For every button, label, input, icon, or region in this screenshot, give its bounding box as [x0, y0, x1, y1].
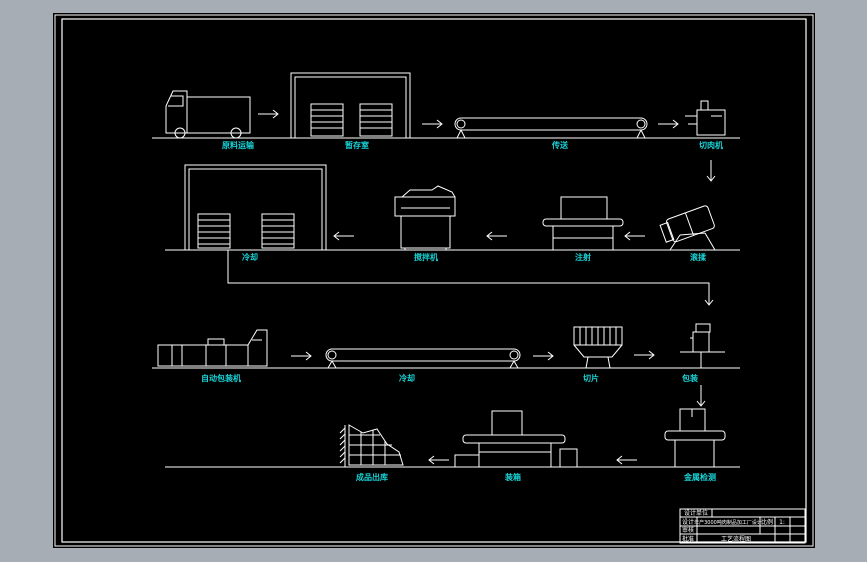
meat-cutter-icon: [685, 100, 726, 136]
metal-detector-icon: [664, 408, 726, 467]
stage-label: 冷却: [399, 373, 415, 383]
checker-label: 审核: [682, 526, 694, 534]
connector-line: [227, 250, 714, 306]
conveyor-icon: [325, 348, 521, 369]
truck-icon: [165, 90, 251, 139]
packaging-machine-icon: [680, 323, 725, 368]
stage-label: 包装: [681, 373, 698, 383]
title-block: [679, 508, 806, 544]
inner-frame: [61, 18, 807, 543]
stage-label: 传送: [551, 140, 569, 150]
scale-label: 比例: [761, 518, 773, 526]
stage-label: 成品出库: [356, 472, 388, 482]
finished-goods-icon: [339, 424, 405, 468]
arrow-right-icon: [422, 119, 443, 129]
stage-label: 原料运输: [222, 140, 255, 150]
outer-frame: [54, 14, 814, 547]
title-block-header: 设计单位: [684, 509, 708, 517]
project-title: 年产3000吨肉制品加工厂设计: [694, 519, 762, 526]
arrow-left-icon: [624, 231, 645, 241]
arrow-left-icon: [486, 231, 507, 241]
arrow-left-icon: [333, 231, 354, 241]
stage-label: 注射: [575, 252, 591, 262]
stage-label: 切肉机: [699, 140, 723, 150]
designer-label: 设计: [682, 518, 694, 526]
stage-label: 金属检测: [683, 472, 716, 482]
arrow-left-icon: [616, 455, 637, 465]
stage-labels: 原料运输 暂存室 传送 切肉机 滚揉 注射 搅拌机 冷却 自动包装机 冷却 切片…: [201, 140, 723, 482]
arrow-down-icon: [696, 385, 706, 407]
arrow-left-icon: [428, 455, 449, 465]
arrow-right-icon: [658, 119, 679, 129]
injector-icon: [542, 196, 624, 250]
stage-label: 自动包装机: [201, 373, 241, 383]
slicer-icon: [573, 326, 623, 369]
arrow-right-icon: [634, 350, 655, 360]
mixer-icon: [394, 185, 456, 250]
stage-label: 搅拌机: [414, 252, 438, 262]
arrow-right-icon: [258, 109, 279, 119]
drawing-sheet: [53, 13, 815, 548]
scale-value: 1:: [779, 519, 785, 526]
stage-label: 暂存室: [345, 140, 369, 150]
arrow-right-icon: [291, 351, 312, 361]
arrow-down-icon: [706, 160, 716, 182]
stage-label: 冷却: [242, 252, 258, 262]
tumbler-icon: [659, 205, 716, 251]
arrow-right-icon: [533, 351, 554, 361]
auto-packing-machine-icon: [157, 329, 268, 367]
cooling-room-icon: [184, 164, 327, 250]
stage-label: 装箱: [504, 472, 521, 482]
storage-room-icon: [290, 72, 411, 138]
approver-label: 批准: [682, 535, 694, 543]
drawing-title: 工艺流程图: [721, 535, 751, 543]
conveyor-icon: [454, 117, 648, 139]
stage-label: 滚揉: [690, 252, 707, 262]
title-block-text: 设计单位 设计 审核 批准 年产3000吨肉制品加工厂设计 工艺流程图 比例 1…: [682, 509, 785, 543]
stage-label: 切片: [583, 373, 599, 383]
boxing-station-icon: [454, 410, 578, 468]
